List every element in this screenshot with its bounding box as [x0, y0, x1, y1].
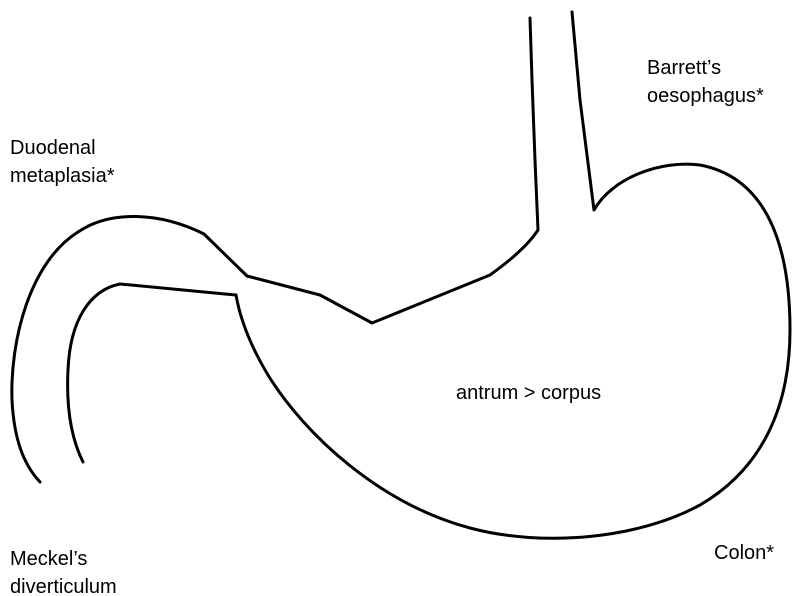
duodenum-outer-wall [12, 216, 247, 482]
label-duodenal-line-1: Duodenal [10, 134, 115, 162]
label-meckel-line-2: diverticulum [10, 573, 117, 596]
label-colon: Colon* [714, 539, 774, 567]
label-meckels-diverticulum: Meckel’s diverticulum [10, 545, 117, 596]
oesophagus-left-wall-lesser-curvature [247, 18, 538, 323]
label-meckel-line-1: Meckel’s [10, 545, 117, 573]
label-colon-text: Colon* [714, 539, 774, 567]
label-barretts-oesophagus: Barrett’s oesophagus* [647, 54, 764, 110]
duodenum-inner-wall [68, 284, 236, 462]
label-antrum-text: antrum > corpus [456, 379, 601, 407]
label-barrett-line-1: Barrett’s [647, 54, 764, 82]
label-duodenal-metaplasia: Duodenal metaplasia* [10, 134, 115, 190]
label-antrum-corpus: antrum > corpus [456, 379, 601, 407]
label-barrett-line-2: oesophagus* [647, 82, 764, 110]
label-duodenal-line-2: metaplasia* [10, 162, 115, 190]
